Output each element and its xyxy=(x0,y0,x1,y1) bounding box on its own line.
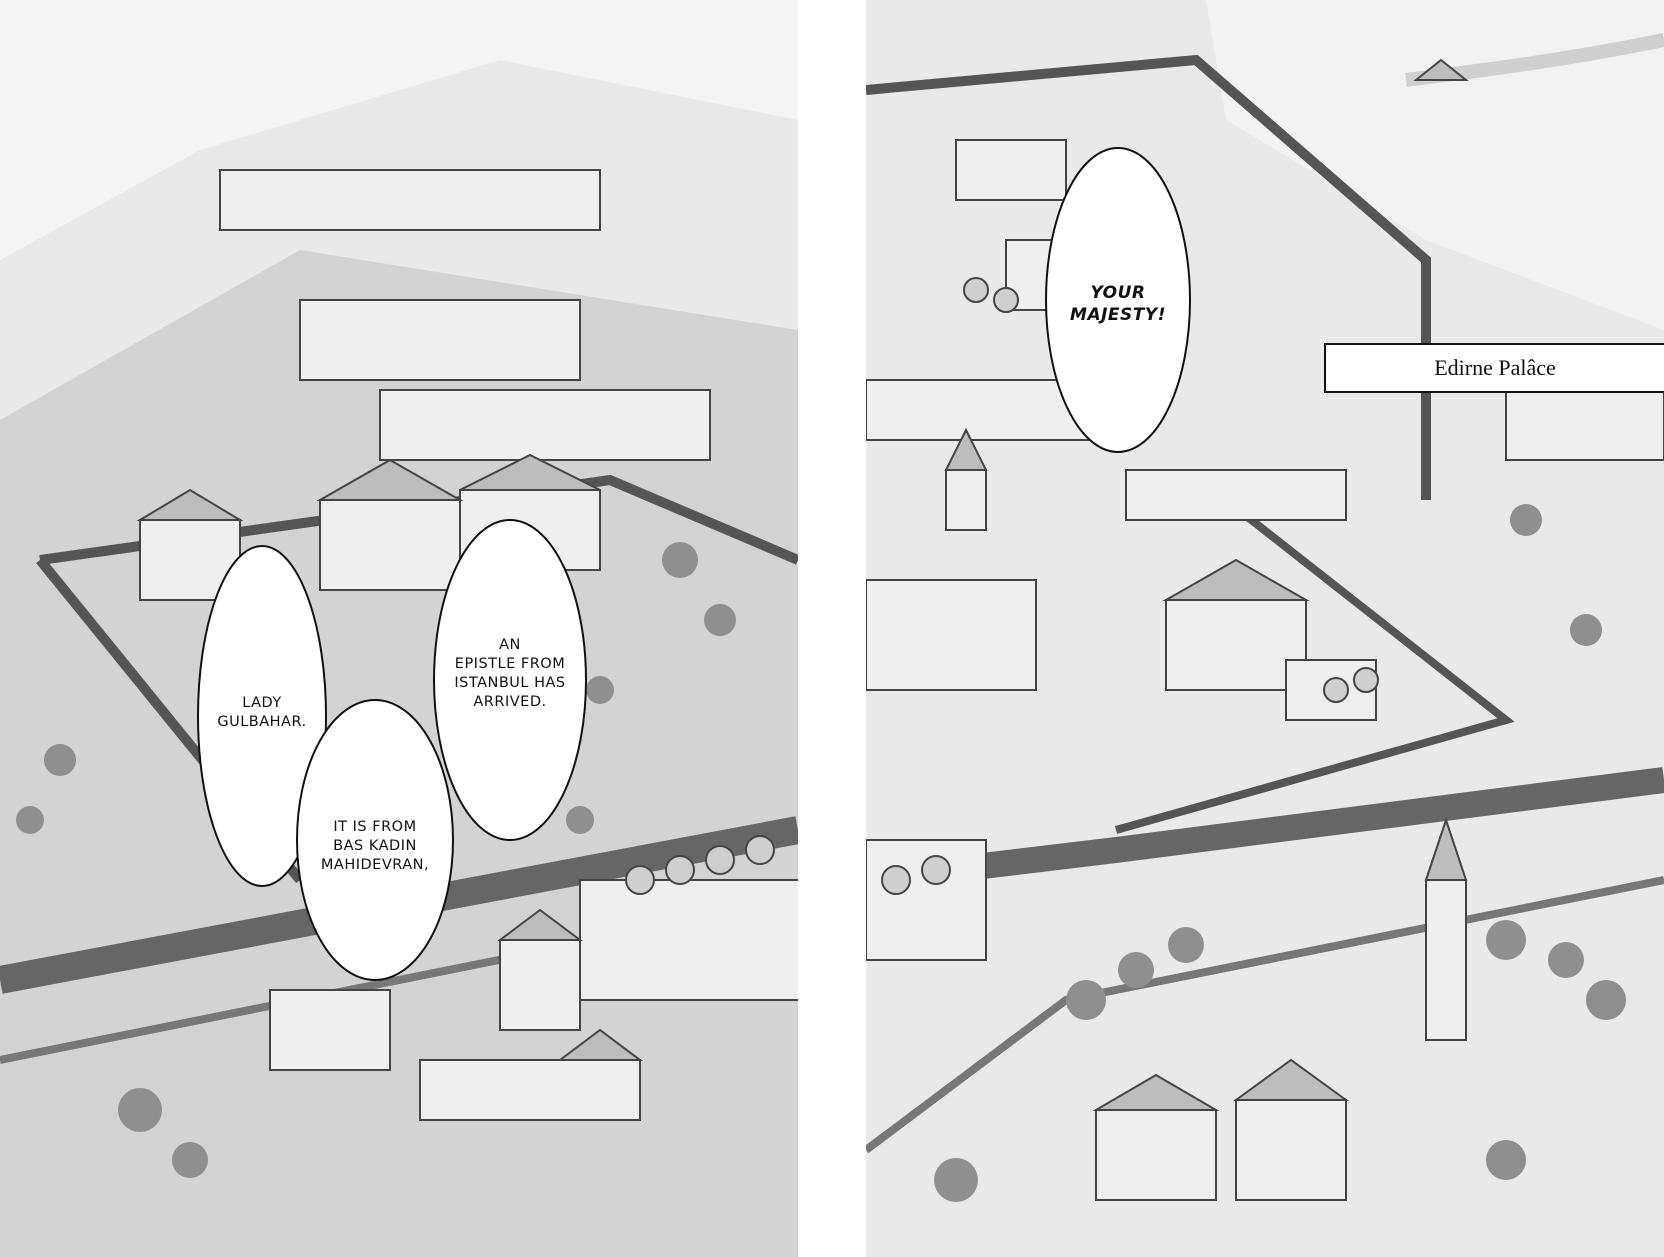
speech-bubble-your-majesty: YOUR MAJESTY! xyxy=(1070,283,1166,325)
speech-bubble-epistle-arrived: AN EPISTLE FROM ISTANBUL HAS ARRIVED. xyxy=(454,637,566,710)
speech-bubble-from-mahidevran: IT IS FROM BAS KADIN MAHIDEVRAN, xyxy=(320,819,430,873)
speech-bubbles-left xyxy=(197,519,587,981)
location-caption: Edirne Palâce xyxy=(1324,343,1664,393)
page-gutter xyxy=(798,0,866,1257)
palace-aerial-illustration-right xyxy=(866,0,1664,1257)
speech-bubble-right xyxy=(1045,147,1191,453)
right-manga-page: YOUR MAJESTY! Edirne Palâce xyxy=(866,0,1664,1257)
left-manga-page: LADY GULBAHAR. AN EPISTLE FROM ISTANBUL … xyxy=(0,0,798,1257)
speech-bubble-lady-gulbahar: LADY GULBAHAR. xyxy=(217,695,307,730)
